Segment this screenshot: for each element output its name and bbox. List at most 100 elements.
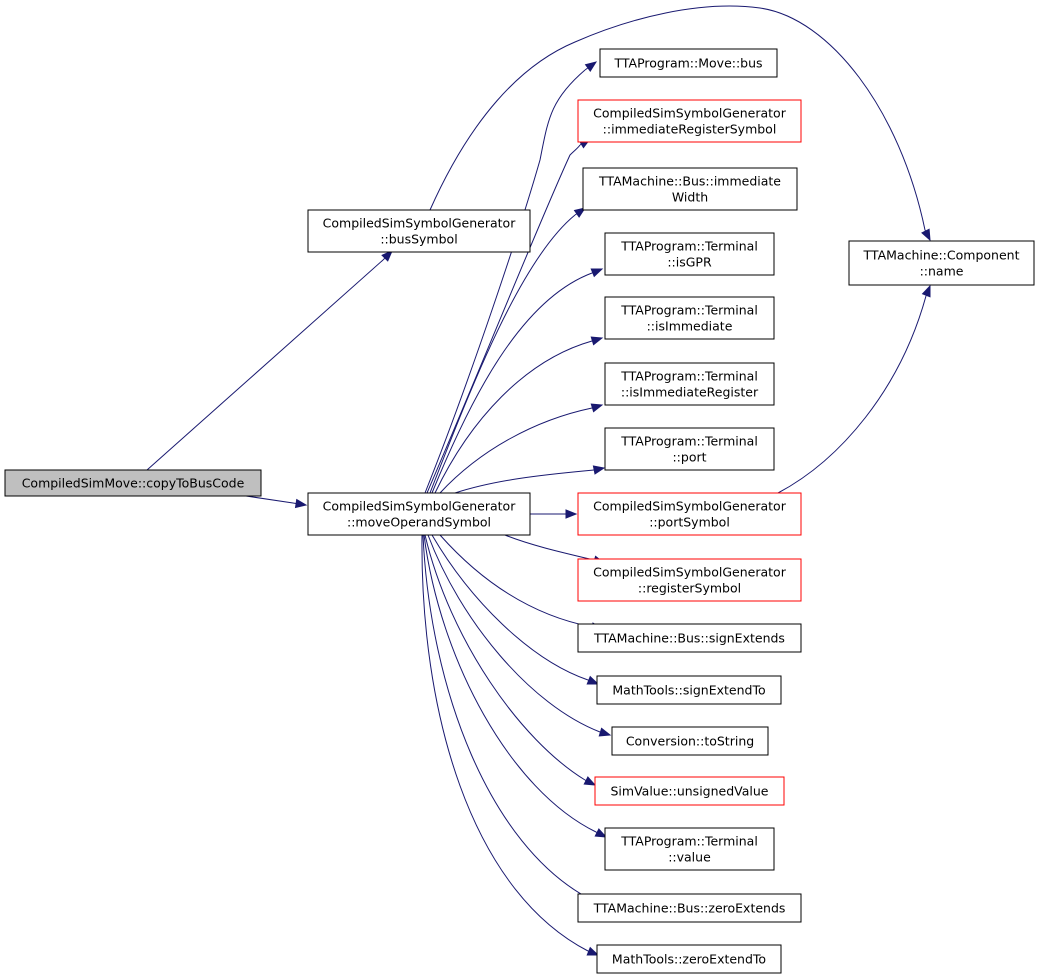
node-label: SimValue::unsignedValue <box>611 784 769 799</box>
arrowhead <box>590 403 604 413</box>
node-label: TTAProgram::Terminal <box>620 239 758 254</box>
node-box <box>604 296 775 340</box>
node-zeroExtendTo[interactable]: MathTools::zeroExtendTo <box>596 944 782 974</box>
node-isImmediate[interactable]: TTAProgram::Terminal::isImmediate <box>604 296 775 340</box>
node-box <box>596 944 782 974</box>
arrowhead <box>590 336 604 346</box>
arrowhead <box>921 228 931 242</box>
node-zeroExtends[interactable]: TTAMachine::Bus::zeroExtends <box>577 893 802 923</box>
node-label: ::busSymbol <box>380 232 457 247</box>
node-box <box>307 209 531 253</box>
arrowhead <box>565 509 578 519</box>
edge-portSymbol-to-componentName <box>777 284 931 494</box>
node-componentName[interactable]: TTAMachine::Component::name <box>848 240 1035 286</box>
edge-copyToBusCode-to-busSymbol <box>146 250 393 471</box>
edge-busSymbol-to-componentName <box>429 5 931 242</box>
node-label: Width <box>672 190 708 205</box>
edge-moveOperandSymbol-to-isGPR <box>431 268 604 494</box>
edge-moveOperandSymbol-to-unsignedValue <box>424 534 597 786</box>
edge-moveOperandSymbol-to-moveBus <box>424 61 598 494</box>
node-label: MathTools::zeroExtendTo <box>612 952 766 967</box>
node-label: ::moveOperandSymbol <box>347 515 491 530</box>
nodes-layer: CompiledSimMove::copyToBusCodeCompiledSi… <box>4 48 1035 974</box>
edge-moveOperandSymbol-to-toString <box>427 534 612 737</box>
node-label: TTAMachine::Component <box>863 248 1020 263</box>
node-signExtendTo[interactable]: MathTools::signExtendTo <box>596 675 782 705</box>
node-portSymbol[interactable]: CompiledSimSymbolGenerator::portSymbol <box>577 492 802 536</box>
node-unsignedValue[interactable]: SimValue::unsignedValue <box>594 776 785 806</box>
node-label: CompiledSimSymbolGenerator <box>593 565 787 580</box>
node-label: ::port <box>672 450 706 465</box>
arrowhead <box>584 61 598 73</box>
node-moveOperandSymbol[interactable]: CompiledSimSymbolGenerator::moveOperandS… <box>307 492 531 536</box>
node-label: CompiledSimSymbolGenerator <box>323 499 517 514</box>
node-immediateRegisterSymbol[interactable]: CompiledSimSymbolGenerator::immediateReg… <box>577 99 802 143</box>
node-label: ::isImmediateRegister <box>621 385 759 400</box>
arrowhead <box>590 268 604 278</box>
node-label: ::immediateRegisterSymbol <box>603 122 777 137</box>
node-moveBus[interactable]: TTAProgram::Move::bus <box>599 48 778 78</box>
node-box <box>604 362 775 406</box>
arrowhead <box>594 828 608 838</box>
edge-moveOperandSymbol-to-isImmediate <box>434 336 604 494</box>
node-isImmediateRegister[interactable]: TTAProgram::Terminal::isImmediateRegiste… <box>604 362 775 406</box>
edge-moveOperandSymbol-to-signExtendTo <box>431 534 600 685</box>
node-label: Conversion::toString <box>626 734 754 749</box>
arrowhead <box>598 727 612 737</box>
node-label: ::portSymbol <box>649 515 730 530</box>
edge-copyToBusCode-to-moveOperandSymbol <box>245 495 308 509</box>
node-box <box>4 469 262 497</box>
node-label: CompiledSimSymbolGenerator <box>593 499 787 514</box>
node-label: CompiledSimSymbolGenerator <box>593 106 787 121</box>
node-label: CompiledSimMove::copyToBusCode <box>22 476 245 491</box>
node-label: CompiledSimSymbolGenerator <box>323 216 517 231</box>
node-toString[interactable]: Conversion::toString <box>611 726 769 756</box>
edge-moveOperandSymbol-to-value <box>423 534 608 838</box>
node-value[interactable]: TTAProgram::Terminal::value <box>604 827 775 871</box>
node-registerSymbol[interactable]: CompiledSimSymbolGenerator::registerSymb… <box>577 558 802 602</box>
node-box <box>577 492 802 536</box>
node-port[interactable]: TTAProgram::Terminal::port <box>604 427 775 471</box>
arrowhead <box>586 675 600 685</box>
node-box <box>577 99 802 143</box>
node-label: ::value <box>668 850 711 865</box>
node-box <box>848 240 1035 286</box>
arrowhead <box>381 250 393 262</box>
arrowhead <box>294 498 308 509</box>
node-label: ::isGPR <box>667 255 712 270</box>
node-label: ::isImmediate <box>647 319 733 334</box>
node-copyToBusCode[interactable]: CompiledSimMove::copyToBusCode <box>4 469 262 497</box>
node-label: TTAProgram::Terminal <box>620 434 758 449</box>
node-box <box>582 167 798 211</box>
arrowhead <box>586 946 600 956</box>
node-box <box>604 827 775 871</box>
arrowhead <box>573 207 587 218</box>
arrowhead <box>583 776 597 786</box>
node-box <box>599 48 778 78</box>
edge-moveOperandSymbol-to-zeroExtendTo <box>421 534 600 956</box>
node-box <box>577 558 802 602</box>
node-label: ::registerSymbol <box>638 581 741 596</box>
node-signExtends[interactable]: TTAMachine::Bus::signExtends <box>577 623 802 653</box>
node-box <box>611 726 769 756</box>
node-box <box>596 675 782 705</box>
node-box <box>594 776 785 806</box>
node-isGPR[interactable]: TTAProgram::Terminal::isGPR <box>604 232 775 276</box>
node-label: TTAMachine::Bus::immediate <box>598 174 781 189</box>
node-label: ::name <box>920 264 964 279</box>
node-box <box>577 623 802 653</box>
arrowhead <box>592 465 606 475</box>
node-busSymbol[interactable]: CompiledSimSymbolGenerator::busSymbol <box>307 209 531 253</box>
node-box <box>604 427 775 471</box>
node-label: TTAMachine::Bus::signExtends <box>593 631 785 646</box>
node-label: TTAProgram::Move::bus <box>613 56 762 71</box>
node-label: MathTools::signExtendTo <box>612 683 765 698</box>
node-label: TTAProgram::Terminal <box>620 369 758 384</box>
arrowhead <box>921 284 931 298</box>
edge-moveOperandSymbol-to-immediateWidth <box>429 207 587 494</box>
node-box <box>307 492 531 536</box>
node-box <box>604 232 775 276</box>
node-label: TTAProgram::Terminal <box>620 303 758 318</box>
